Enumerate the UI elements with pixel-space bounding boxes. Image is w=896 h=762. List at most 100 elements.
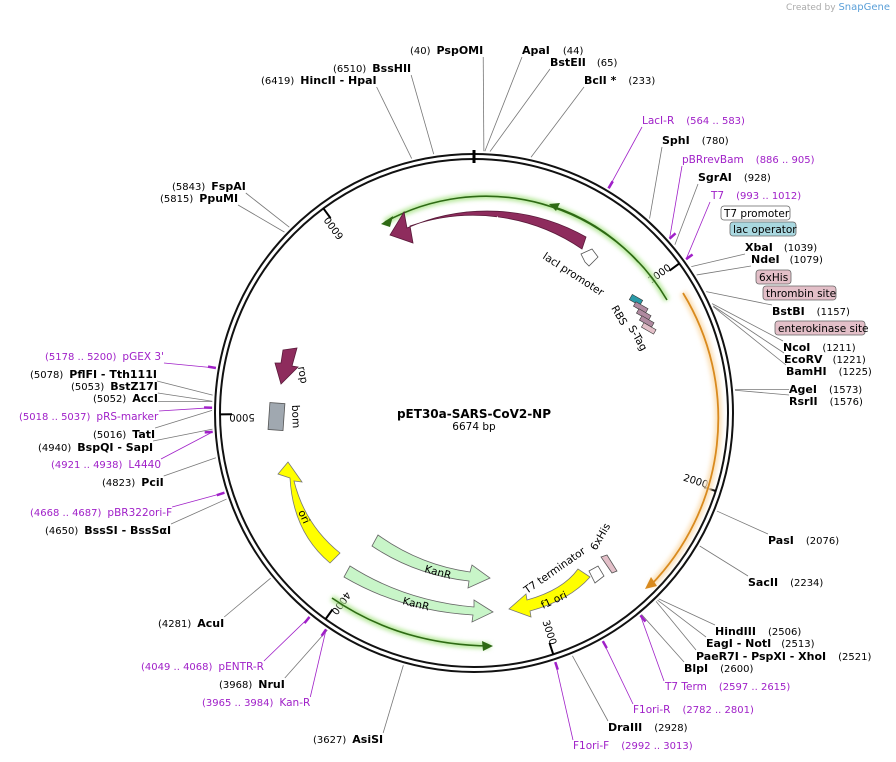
kanr-arrow-1 [371,534,491,589]
site-pspomi[interactable]: (40)PspOMI [410,44,483,57]
leader-primer-l4440 [160,431,213,460]
his6-c-term-label: 6xHis [588,521,613,552]
primer-mark-primer-pentr-r [303,616,311,624]
primer-pbr322ori-f[interactable]: (4668 .. 4687)pBR322ori-F [30,507,172,519]
leader-site-pasi [716,510,769,535]
leader-site-ncoi [711,303,784,342]
site-rsrii[interactable]: RsrII(1576) [789,395,863,408]
site-nrui[interactable]: (3968)NruI [219,678,285,691]
site-asisi[interactable]: (3627)AsiSI [313,733,383,746]
site-tati[interactable]: (5016)TatI [93,428,155,441]
site-agei[interactable]: AgeI(1573) [789,383,862,396]
f1-ori-arrow [508,568,591,618]
t7-promoter-label: T7 promoter [723,208,790,220]
leader-primer-t7 [685,201,711,260]
primer-pgex3[interactable]: (5178 .. 5200)pGEX 3' [45,351,164,363]
site-ndei[interactable]: NdeI(1079) [751,253,823,266]
leader-site-sphi [649,146,663,219]
primer-laci-r[interactable]: LacI-R(564 .. 583) [642,115,745,127]
sites-left: (6510)BssHII (6419)HincII - HpaI (5843)F… [30,62,411,746]
site-bsshii[interactable]: (6510)BssHII [333,62,411,75]
primer-mark-primer-kan-r [320,628,328,637]
t7-terminator-arrow [588,565,605,584]
ori-arrow [277,461,341,564]
tick-mark-6000 [322,207,332,219]
site-paer7i-pspxi-xhoi[interactable]: PaeR7I - PspXI - XhoI(2521) [696,650,872,663]
thrombin-site-label: thrombin site [766,288,836,300]
primer-f1ori-r[interactable]: F1ori-R(2782 .. 2801) [633,704,754,716]
leader-primer-pgex3 [163,362,216,369]
site-apai[interactable]: ApaI(44) [522,44,584,57]
leader-primer-f1ori-f [554,661,574,741]
lacI-promoter-arrow [580,248,599,267]
leader-site-xbai [691,253,746,268]
site-bspqi-sapi[interactable]: (4940)BspQI - SapI [38,441,153,454]
tick-mark-4000 [324,608,334,620]
primer-t7-term[interactable]: T7 Term(2597 .. 2615) [664,681,790,693]
site-sacii[interactable]: SacII(2234) [748,576,823,589]
lacI-region-arrowhead [381,216,393,227]
site-bstz17i[interactable]: (5053)BstZ17I [71,380,158,393]
site-sphi[interactable]: SphI(780) [662,134,729,147]
primer-mark-primer-pbr322ori-f [216,491,225,497]
site-bamhi[interactable]: BamHI(1225) [786,365,872,378]
primer-f1ori-f[interactable]: F1ori-F(2992 .. 3013) [573,740,693,752]
site-xbai[interactable]: XbaI(1039) [745,241,817,254]
site-hincii-hpai[interactable]: (6419)HincII - HpaI [261,74,377,87]
lacI-promoter-arrowhead [549,203,560,211]
site-eagi-noti[interactable]: EagI - NotI(2513) [706,637,815,650]
site-pcii[interactable]: (4823)PciI [102,476,164,489]
leader-site-acui [223,577,271,618]
leader-site-bstbi [706,291,773,306]
site-pasi[interactable]: PasI(2076) [768,534,839,547]
site-bsteii[interactable]: BstEII(65) [550,56,618,69]
leader-primer-pbrrevbam [669,165,683,239]
primer-prs-marker[interactable]: (5018 .. 5037)pRS-marker [19,411,159,423]
ori-label: ori [295,508,312,525]
insert-arc [649,292,720,587]
site-acci[interactable]: (5052)AccI [93,392,158,405]
site-fspai[interactable]: (5843)FspAI [172,180,246,193]
leader-site-pcii [163,457,216,477]
tick-label-6000: 6000 [322,214,346,241]
site-ncoi[interactable]: NcoI(1211) [783,341,856,354]
site-leaders [152,56,790,734]
lacI-arrow [389,210,587,250]
primer-kan-r[interactable]: (3965 .. 3984)Kan-R [202,697,310,709]
site-draiii[interactable]: DraIII(2928) [608,721,688,734]
leader-site-bsteii [489,68,551,152]
leader-primer-t7-term [640,615,665,682]
kan-region-line [331,597,491,647]
t7-promoter-box [720,205,791,221]
site-sgrai[interactable]: SgrAI(928) [698,171,771,184]
tick-mark-3000 [548,642,555,655]
rop-arrow [274,347,299,385]
site-pflfi-tth111i[interactable]: (5078)PflFI - Tth111I [30,368,157,381]
primer-t7[interactable]: T7(993 .. 1012) [710,190,801,202]
primer-mark-primer-pgex3 [207,365,217,370]
primer-l4440[interactable]: (4921 .. 4938)L4440 [51,459,161,471]
leader-site-tati [155,410,213,429]
lacI-promoter-line [551,205,639,263]
site-bsssi[interactable]: (4650)BssSI - BssSαI [45,524,171,537]
lac-operator-box [729,221,797,237]
site-ppumi[interactable]: (5815)PpuMI [160,192,238,205]
leader-site-hincii-hpai [376,86,413,159]
site-blpi[interactable]: BlpI(2600) [684,662,753,675]
primer-mark-primer-f1ori-r [601,640,608,649]
plasmid-name: pET30a-SARS-CoV2-NP [397,407,551,421]
site-bstbi[interactable]: BstBI(1157) [772,305,850,318]
rbs-label: RBS [608,304,629,328]
tick-label-5000: 5000 [229,411,255,422]
site-bcli[interactable]: BclI *(233) [584,74,655,87]
leader-site-bsshii [410,74,435,155]
leader-primer-laci-r [608,126,643,189]
primer-pbrrevbam[interactable]: pBRrevBam(886 .. 905) [682,154,815,166]
kan-region-arrowhead [482,641,493,651]
leader-site-pflfi-tth111i [156,380,213,396]
kanr-label-1: KanR [423,563,452,582]
site-ecorv[interactable]: EcoRV(1221) [784,353,866,366]
site-hindiii[interactable]: HindIII(2506) [715,625,801,638]
primer-pentr-r[interactable]: (4049 .. 4068)pENTR-R [141,661,264,673]
site-acui[interactable]: (4281)AcuI [158,617,224,630]
